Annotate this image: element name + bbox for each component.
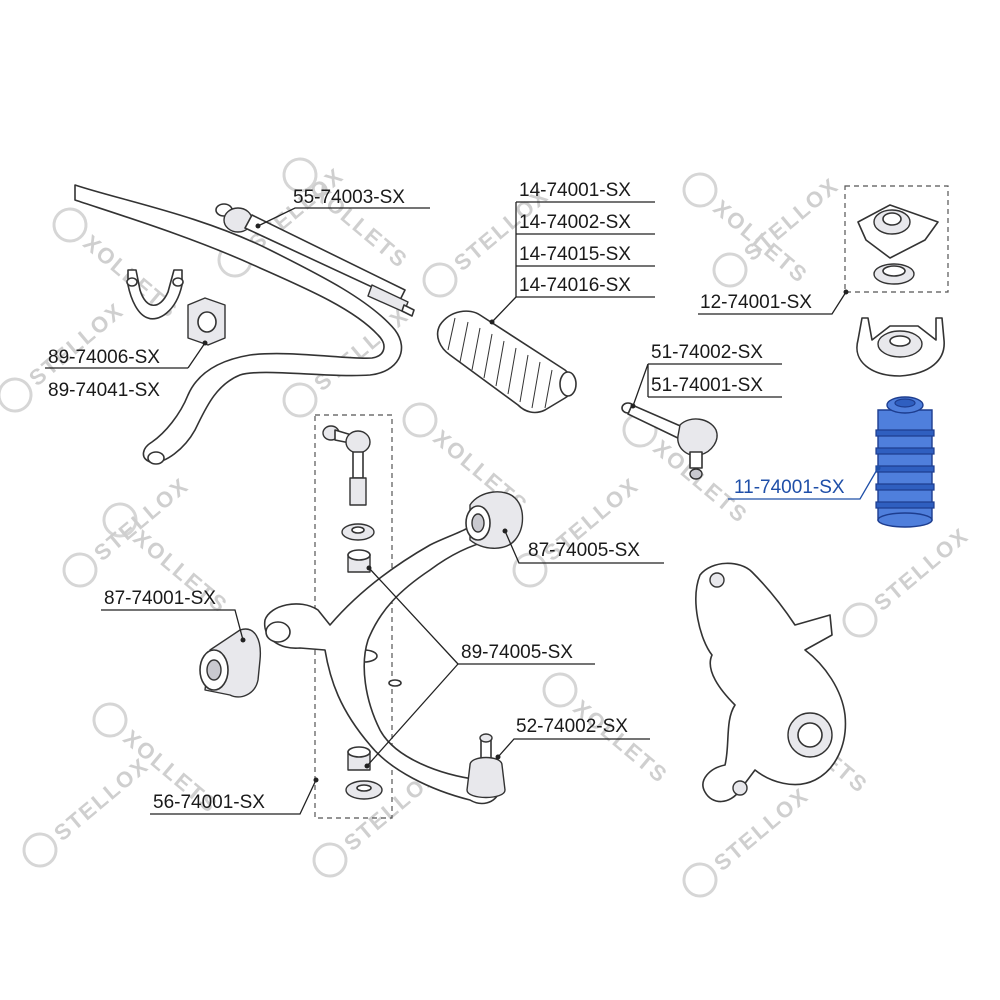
part-number-label: 89-74006-SX bbox=[48, 347, 160, 368]
part-number-label: 52-74002-SX bbox=[516, 716, 628, 737]
steering-knuckle[interactable] bbox=[695, 562, 847, 803]
link-washer-lower[interactable] bbox=[345, 780, 383, 800]
part-number-label: 89-74005-SX bbox=[461, 642, 573, 663]
strut-mount-kit-box bbox=[844, 185, 949, 293]
part-number-label: 51-74002-SX bbox=[651, 342, 763, 363]
callout-stabilizer-bushing[interactable]: 89-74006-SX 89-74041-SX bbox=[45, 340, 208, 402]
watermark-logo: STELLOX bbox=[512, 472, 644, 588]
strut-bearing[interactable] bbox=[873, 263, 915, 285]
link-washer-upper[interactable] bbox=[341, 523, 375, 541]
steering-rack-boot[interactable] bbox=[436, 310, 577, 414]
part-number-label: 14-74002-SX bbox=[519, 212, 631, 233]
strut-mount-upper[interactable] bbox=[857, 204, 939, 259]
part-number-label-highlighted: 11-74001-SX bbox=[734, 477, 845, 498]
watermark-text: STELLOX bbox=[49, 752, 154, 845]
callout-ball-joint[interactable]: 52-74002-SX bbox=[495, 716, 651, 760]
callout-tie-rod-end[interactable]: 51-74002-SX 51-74001-SX bbox=[630, 342, 783, 409]
tie-rod-end[interactable] bbox=[621, 402, 718, 480]
part-number-label: 56-74001-SX bbox=[153, 792, 265, 813]
callout-stab-link[interactable]: 56-74001-SX bbox=[150, 777, 319, 815]
part-number-label: 14-74015-SX bbox=[519, 244, 631, 265]
control-arm-bushing-front[interactable] bbox=[199, 628, 262, 698]
watermark-logo: STELLOX bbox=[842, 522, 974, 638]
watermark-logo: STELLOX bbox=[712, 172, 844, 288]
strut-dust-boot[interactable] bbox=[875, 396, 935, 528]
watermark-text: XOLLETS bbox=[568, 695, 673, 788]
part-number-label: 55-74003-SX bbox=[293, 187, 405, 208]
callout-tie-rod-axial[interactable]: 55-74003-SX bbox=[255, 187, 431, 229]
axial-tie-rod[interactable] bbox=[215, 203, 415, 317]
ball-joint[interactable] bbox=[466, 733, 506, 799]
watermark-text: STELLOX bbox=[869, 522, 974, 615]
part-number-label: 51-74001-SX bbox=[651, 375, 763, 396]
lower-control-arm[interactable] bbox=[264, 519, 501, 805]
control-arm-bushing-rear[interactable] bbox=[465, 491, 524, 549]
part-number-label: 89-74041-SX bbox=[48, 380, 160, 401]
callout-arm-bushing-front[interactable]: 87-74001-SX bbox=[101, 588, 246, 643]
part-number-label: 87-74001-SX bbox=[104, 588, 216, 609]
stabilizer-bar[interactable] bbox=[74, 184, 403, 465]
stabilizer-bracket[interactable] bbox=[126, 269, 184, 320]
part-number-label: 14-74001-SX bbox=[519, 180, 631, 201]
part-number-label: 14-74016-SX bbox=[519, 275, 631, 296]
callout-rack-boot-group[interactable]: 14-74001-SX 14-74002-SX 14-74015-SX 14-7… bbox=[489, 180, 656, 325]
link-bushing-lower[interactable] bbox=[347, 746, 371, 771]
stab-link[interactable] bbox=[322, 425, 371, 506]
strut-mount-lower[interactable] bbox=[856, 317, 945, 377]
part-number-label: 12-74001-SX bbox=[700, 292, 812, 313]
callout-link-bushing[interactable]: 89-74005-SX bbox=[364, 565, 596, 769]
stabilizer-bushing[interactable] bbox=[187, 297, 226, 346]
callout-strut-boot[interactable]: 11-74001-SX bbox=[728, 465, 881, 500]
link-bushing-upper[interactable] bbox=[347, 549, 371, 573]
watermark-text: STELLOX bbox=[24, 297, 129, 390]
watermark-logo: STELLOX bbox=[682, 782, 814, 898]
part-number-label: 87-74005-SX bbox=[528, 540, 640, 561]
callout-arm-bushing-rear[interactable]: 87-74005-SX bbox=[502, 528, 665, 564]
callout-strut-mount[interactable]: 12-74001-SX bbox=[698, 289, 849, 315]
watermark-logo: STELLOX bbox=[22, 752, 154, 868]
